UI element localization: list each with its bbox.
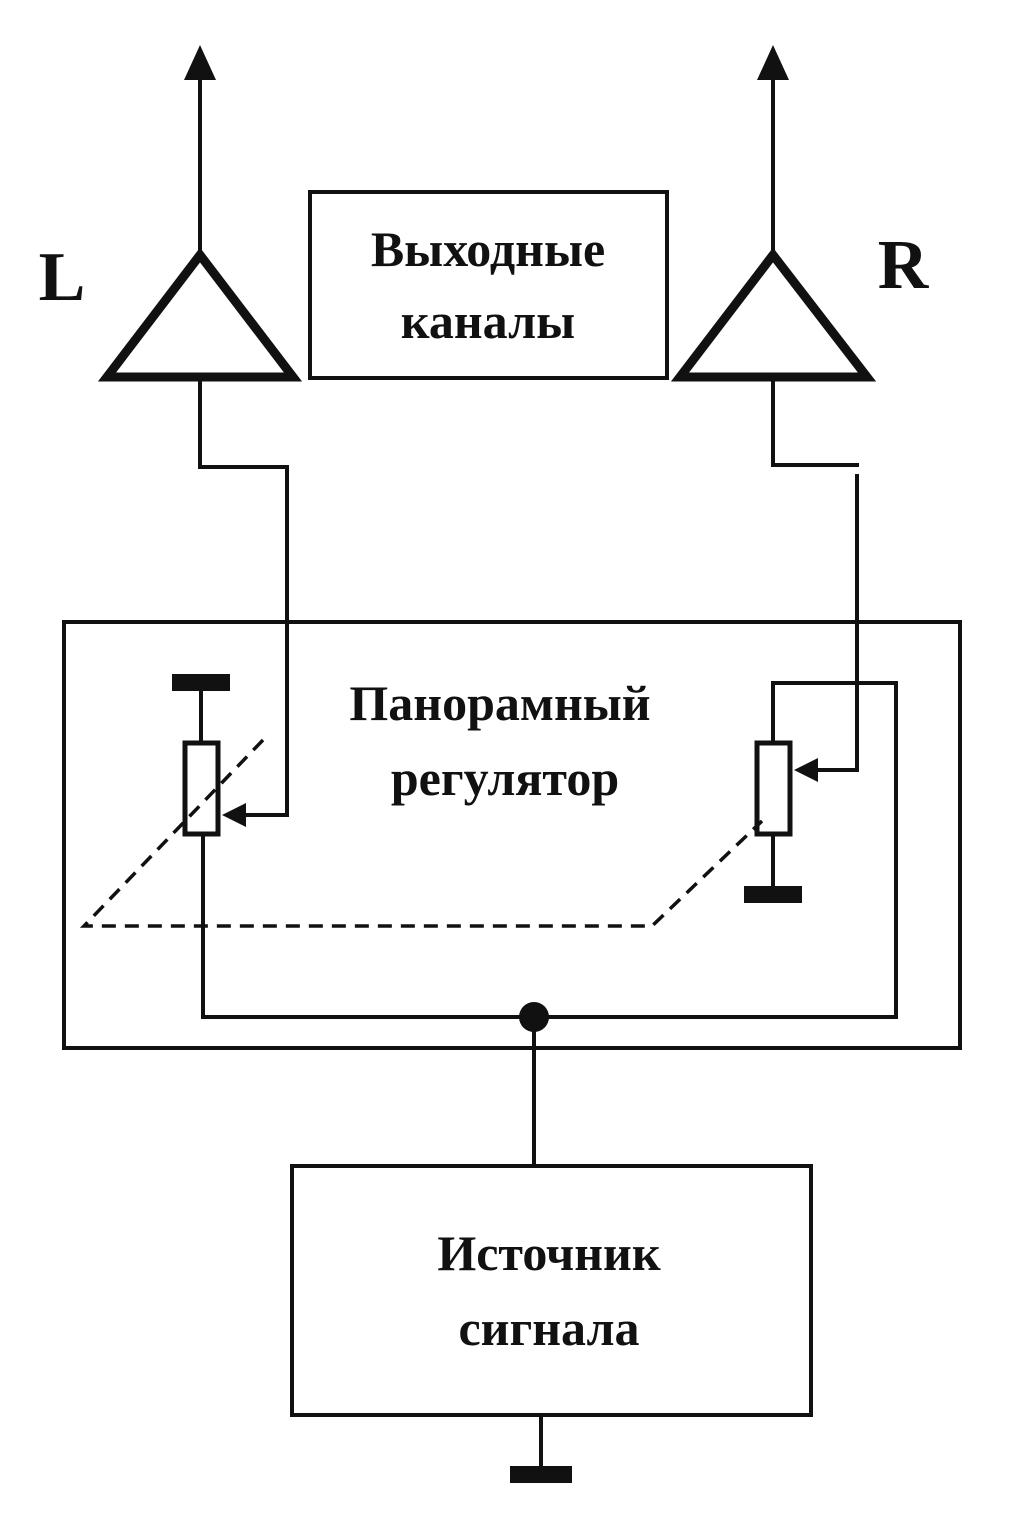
right-output-arrow-icon <box>757 45 789 80</box>
right-input-wire-upper <box>771 379 859 467</box>
left-channel: L <box>39 45 303 817</box>
right-pot-resistor <box>754 740 793 837</box>
right-pot-top-lead <box>771 681 898 1019</box>
pan-control-box <box>62 620 962 1050</box>
output-channels-box <box>308 190 669 380</box>
pan-control-title-line2: регулятор <box>391 750 619 806</box>
pan-control-title-line1: Панорамный <box>349 675 650 731</box>
right-channel: R <box>670 45 930 772</box>
left-amplifier-triangle <box>97 247 303 382</box>
right-amplifier-triangle <box>670 247 877 382</box>
left-pot-resistor <box>182 740 221 837</box>
output-channels-block: Выходные каналы <box>308 190 669 380</box>
pan-control-block: Панорамный регулятор <box>62 620 962 1050</box>
signal-source-title-line1: Источник <box>437 1225 661 1281</box>
signal-source-box <box>290 1164 813 1417</box>
output-channels-title-line2: каналы <box>401 293 575 349</box>
signal-source-title-line2: сигнала <box>458 1300 639 1356</box>
left-output-arrow-icon <box>184 45 216 80</box>
left-potentiometer <box>172 674 289 1019</box>
left-pot-ground-icon <box>172 674 230 691</box>
left-channel-label: L <box>39 239 86 316</box>
source-ground-icon <box>510 1466 572 1483</box>
left-input-wire <box>198 379 289 817</box>
right-pot-ground-icon <box>744 886 802 903</box>
signal-source-block: Источник сигнала <box>290 1164 813 1483</box>
right-potentiometer <box>744 681 898 1019</box>
right-channel-label: R <box>878 227 930 304</box>
output-channels-title-line1: Выходные <box>371 221 605 277</box>
right-pot-wiper-arrow-icon <box>794 758 818 782</box>
ganged-linkage-dashed-line <box>79 738 764 928</box>
left-pot-wiper-arrow-icon <box>222 803 246 827</box>
